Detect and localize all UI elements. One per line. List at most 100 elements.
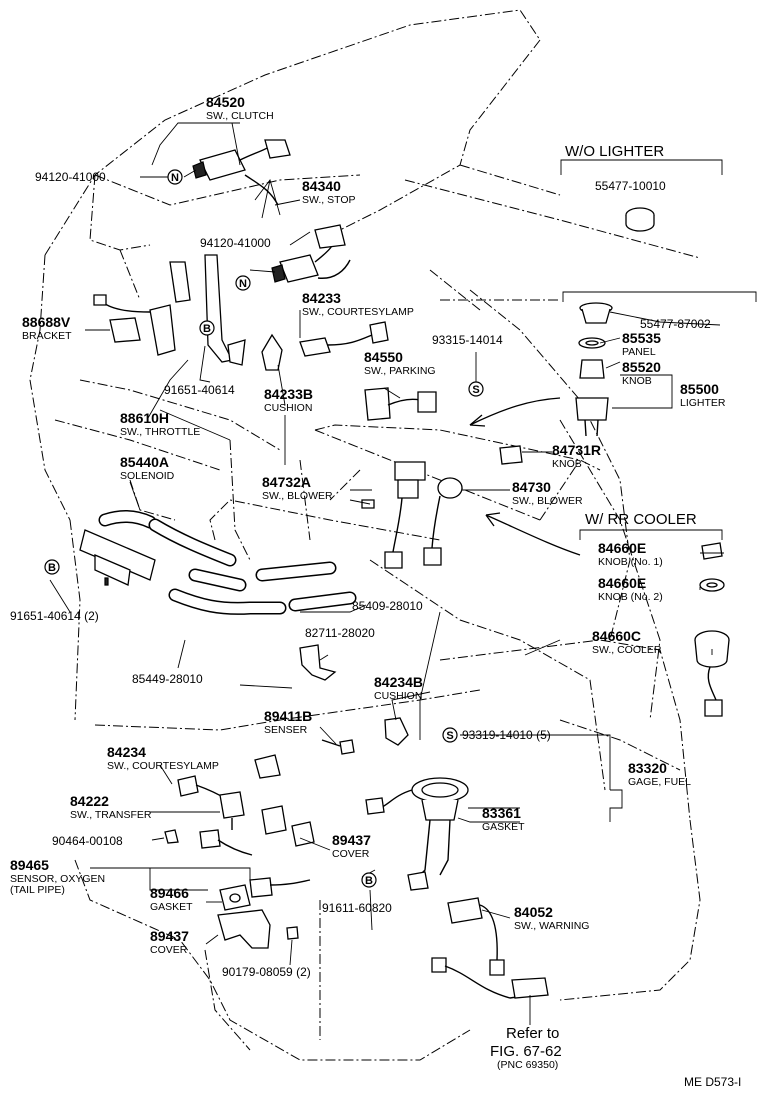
part-label-94120-41000-b: 94120-41000 bbox=[200, 236, 271, 250]
svg-text:KNOB: KNOB bbox=[552, 458, 582, 470]
svg-text:COVER: COVER bbox=[332, 848, 370, 860]
sender-drawing bbox=[321, 739, 355, 755]
part-label-84731r: 84731R KNOB bbox=[552, 442, 601, 470]
svg-text:S: S bbox=[446, 730, 453, 742]
svg-text:85520: 85520 bbox=[622, 359, 661, 375]
part-label-82711-28020: 82711-28020 bbox=[305, 626, 375, 640]
svg-text:COVER: COVER bbox=[150, 944, 188, 956]
svg-text:84233B: 84233B bbox=[264, 386, 313, 402]
lighter-inset bbox=[562, 291, 757, 302]
svg-text:84233: 84233 bbox=[302, 290, 341, 306]
marker-s-1: S bbox=[468, 381, 484, 397]
cover-drawing bbox=[164, 829, 299, 949]
section-w-rr-cooler: W/ RR COOLER bbox=[585, 511, 697, 528]
part-label-91611-60820: 91611-60820 bbox=[322, 901, 392, 915]
svg-text:88688V: 88688V bbox=[22, 314, 71, 330]
part-label-84730: 84730 SW., BLOWER bbox=[512, 479, 583, 507]
svg-text:FIG. 67-62: FIG. 67-62 bbox=[490, 1043, 562, 1060]
part-label-85440a: 85440A SOLENOID bbox=[120, 454, 175, 482]
part-label-91651-40614-2: 91651-40614 (2) bbox=[10, 609, 99, 623]
svg-text:83320: 83320 bbox=[628, 760, 667, 776]
part-label-85449-28010: 85449-28010 bbox=[132, 672, 203, 686]
marker-n-1: N bbox=[167, 169, 183, 185]
svg-text:(PNC 69350): (PNC 69350) bbox=[497, 1059, 558, 1071]
svg-text:SW., THROTTLE: SW., THROTTLE bbox=[120, 426, 200, 438]
svg-text:KNOB (No. 1): KNOB (No. 1) bbox=[598, 556, 663, 568]
svg-text:SW., COURTESYLAMP: SW., COURTESYLAMP bbox=[302, 306, 414, 318]
marker-b-2: B bbox=[44, 559, 60, 575]
svg-text:84550: 84550 bbox=[364, 349, 403, 365]
part-label-83361: 83361 GASKET bbox=[482, 805, 525, 833]
svg-text:CUSHION: CUSHION bbox=[264, 402, 312, 414]
svg-text:SW., STOP: SW., STOP bbox=[302, 194, 355, 206]
wo-lighter-inset bbox=[560, 159, 723, 175]
svg-text:B: B bbox=[203, 323, 211, 335]
svg-text:84520: 84520 bbox=[206, 94, 245, 110]
stop-switch-drawing bbox=[271, 224, 351, 283]
rr-cooler-drawing bbox=[694, 542, 730, 717]
part-label-93315-14014: 93315-14014 bbox=[432, 333, 503, 347]
part-label-90464-00108: 90464-00108 bbox=[52, 834, 123, 848]
part-label-84052: 84052 SW., WARNING bbox=[514, 904, 589, 932]
part-label-84234: 84234 SW., COURTESYLAMP bbox=[107, 744, 219, 772]
section-wo-lighter: W/O LIGHTER bbox=[565, 143, 664, 160]
part-label-89465: 89465 SENSOR, OXYGEN (TAIL PIPE) bbox=[10, 857, 105, 896]
svg-text:B: B bbox=[365, 875, 373, 887]
part-label-84550: 84550 SW., PARKING bbox=[364, 349, 436, 377]
svg-text:85535: 85535 bbox=[622, 330, 661, 346]
svg-text:89466: 89466 bbox=[150, 885, 189, 901]
marker-n-2: N bbox=[235, 275, 251, 291]
svg-text:89437: 89437 bbox=[332, 832, 371, 848]
svg-text:GASKET: GASKET bbox=[482, 821, 525, 833]
svg-text:84730: 84730 bbox=[512, 479, 551, 495]
marker-b-3: B bbox=[361, 872, 377, 888]
svg-text:KNOB (No. 2): KNOB (No. 2) bbox=[598, 591, 663, 603]
svg-text:85500: 85500 bbox=[680, 381, 719, 397]
small-bracket-drawing bbox=[299, 644, 337, 681]
part-label-89437-b: 89437 COVER bbox=[150, 928, 189, 956]
part-label-94120-41000-a: 94120-41000 bbox=[35, 170, 106, 184]
part-label-93319-14010: 93319-14010 (5) bbox=[462, 728, 551, 742]
svg-text:SENSER: SENSER bbox=[264, 724, 308, 736]
svg-text:89437: 89437 bbox=[150, 928, 189, 944]
svg-text:SW., TRANSFER: SW., TRANSFER bbox=[70, 809, 152, 821]
svg-text:Refer to: Refer to bbox=[506, 1025, 559, 1042]
cushion-rear-drawing bbox=[384, 717, 409, 746]
svg-text:84660E: 84660E bbox=[598, 540, 646, 556]
svg-text:SENSOR, OXYGEN: SENSOR, OXYGEN bbox=[10, 873, 105, 885]
svg-text:BRACKET: BRACKET bbox=[22, 330, 72, 342]
svg-text:SOLENOID: SOLENOID bbox=[120, 470, 175, 482]
svg-text:84052: 84052 bbox=[514, 904, 553, 920]
blower-switch-drawing bbox=[361, 445, 523, 569]
part-label-84222: 84222 SW., TRANSFER bbox=[70, 793, 152, 821]
svg-text:85440A: 85440A bbox=[120, 454, 169, 470]
part-label-84732a: 84732A SW., BLOWER bbox=[262, 474, 333, 502]
part-label-84660e-1: 84660E KNOB (No. 1) bbox=[598, 540, 663, 568]
svg-text:SW., PARKING: SW., PARKING bbox=[364, 365, 436, 377]
figure-reference: Refer to FIG. 67-62 (PNC 69350) bbox=[490, 1025, 562, 1071]
bracket-drawing bbox=[93, 254, 246, 366]
part-label-85409-28010: 85409-28010 bbox=[352, 599, 423, 613]
svg-text:SW., COOLER: SW., COOLER bbox=[592, 644, 662, 656]
part-label-89437-a: 89437 COVER bbox=[332, 832, 371, 860]
part-label-85500: 85500 LIGHTER bbox=[680, 381, 726, 409]
part-label-88610h: 88610H SW., THROTTLE bbox=[120, 410, 200, 438]
svg-text:B: B bbox=[48, 562, 56, 574]
svg-text:84660E: 84660E bbox=[598, 575, 646, 591]
svg-text:SW., BLOWER: SW., BLOWER bbox=[512, 495, 583, 507]
plug-drawing bbox=[625, 207, 655, 232]
part-label-84660c: 84660C SW., COOLER bbox=[592, 628, 662, 656]
courtesy-switch-top-drawing bbox=[299, 321, 389, 357]
part-label-84660e-2: 84660E KNOB (No. 2) bbox=[598, 575, 663, 603]
svg-text:N: N bbox=[239, 278, 247, 290]
part-label-88688v: 88688V BRACKET bbox=[22, 314, 72, 342]
part-label-84233: 84233 SW., COURTESYLAMP bbox=[302, 290, 414, 318]
arrows bbox=[469, 397, 581, 556]
svg-text:N: N bbox=[171, 172, 179, 184]
clutch-switch-drawing bbox=[192, 139, 291, 206]
svg-text:SW., COURTESYLAMP: SW., COURTESYLAMP bbox=[107, 760, 219, 772]
part-label-85520: 85520 KNOB bbox=[622, 359, 661, 387]
svg-text:(TAIL PIPE): (TAIL PIPE) bbox=[10, 884, 65, 896]
svg-text:83361: 83361 bbox=[482, 805, 521, 821]
